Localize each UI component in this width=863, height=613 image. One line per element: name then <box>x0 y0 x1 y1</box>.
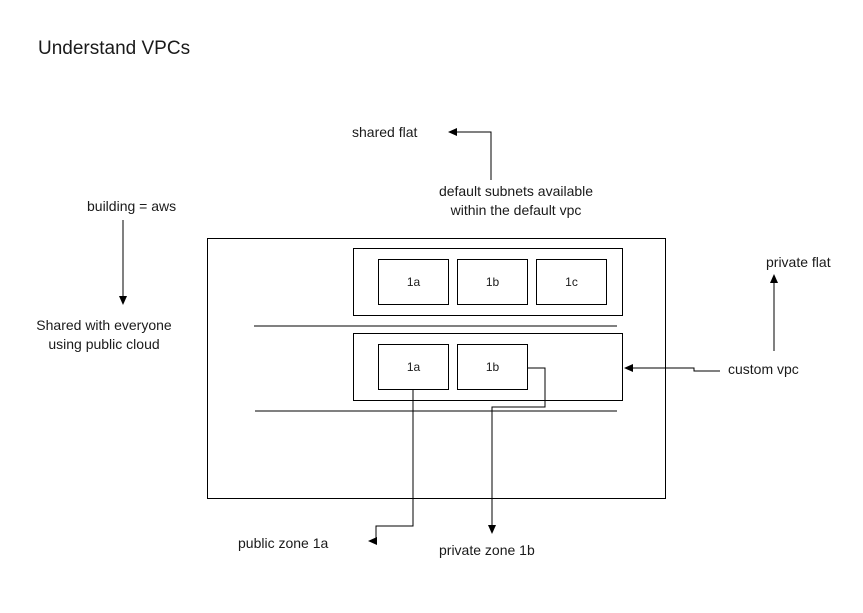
default-subnets-line2: within the default vpc <box>450 202 582 218</box>
custom-vpc-box: 1a 1b <box>353 333 623 401</box>
default-subnets-label: default subnets available within the def… <box>416 182 616 220</box>
custom-subnet-1a: 1a <box>378 344 449 390</box>
default-subnet-1b: 1b <box>457 259 528 305</box>
private-zone-label: private zone 1b <box>439 542 535 558</box>
custom-subnet-1b: 1b <box>457 344 528 390</box>
shared-everyone-line2: using public cloud <box>48 336 160 352</box>
default-subnets-line1: default subnets available <box>438 183 594 199</box>
public-zone-label: public zone 1a <box>238 535 329 551</box>
private-flat-label: private flat <box>766 254 831 270</box>
arrow-default-subnets-to-shared-flat <box>448 128 492 180</box>
shared-flat-label: shared flat <box>352 124 418 140</box>
default-vpc-box: 1a 1b 1c <box>353 248 623 316</box>
shared-everyone-label: Shared with everyone using public cloud <box>14 316 194 354</box>
default-subnet-1c: 1c <box>536 259 607 305</box>
shared-everyone-line1: Shared with everyone <box>36 317 172 333</box>
page-title: Understand VPCs <box>38 38 191 59</box>
default-subnet-1a: 1a <box>378 259 449 305</box>
building-label: building = aws <box>87 198 177 214</box>
custom-vpc-label: custom vpc <box>728 361 799 377</box>
